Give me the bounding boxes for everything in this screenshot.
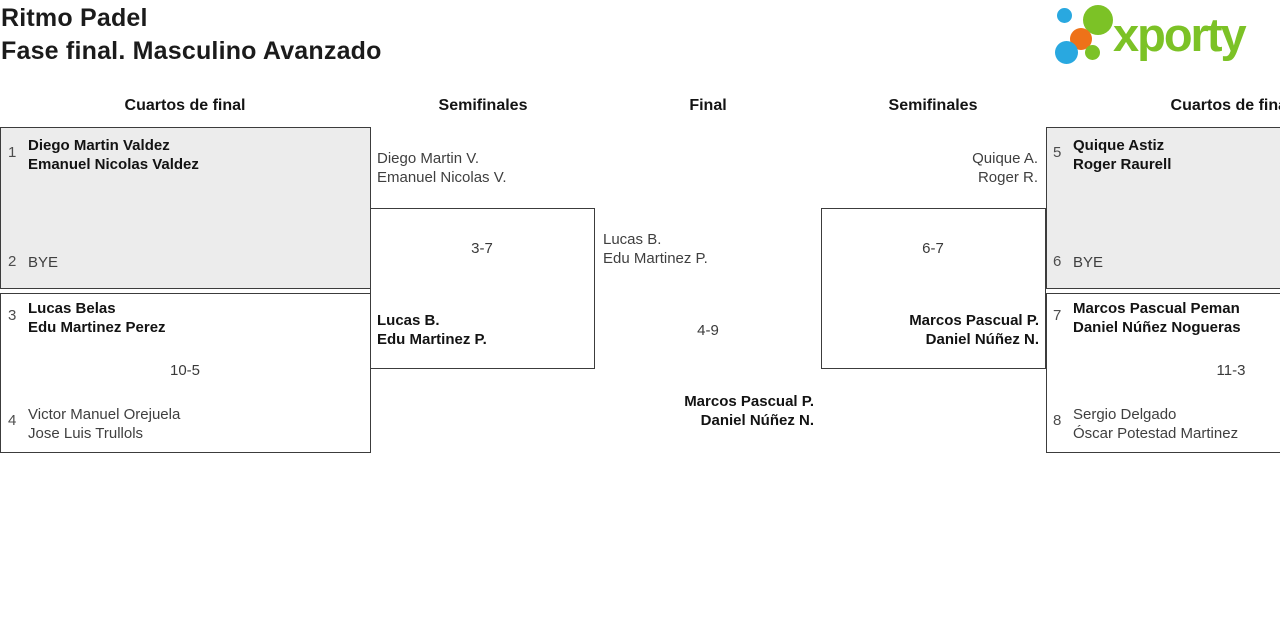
seed-4: 4 [8,412,17,429]
team-entry-qf-left-1-bottom: BYE [28,253,58,272]
match-box-qf-left-1 [0,127,371,289]
player-name: Sergio Delgado [1073,406,1177,423]
round-header-qf-right: Cuartos de final [1170,97,1280,114]
page-title: Ritmo Padel Fase final. Masculino Avanza… [1,2,382,68]
player-name: Marcos Pascual P. [909,312,1039,329]
score-sf-left: 3-7 [471,240,493,257]
xporty-dots-icon: xporty [1055,5,1249,64]
team-entry-qf-right-1-bottom: BYE [1073,253,1103,272]
bye-label: BYE [1073,254,1104,271]
team-entry-qf-right-2-top: Marcos Pascual Peman Daniel Núñez Noguer… [1073,299,1241,337]
tournament-name: Ritmo Padel [1,4,148,32]
match-box-sf-right [821,208,1046,369]
round-header-sf-left: Semifinales [438,97,528,114]
team-entry-sf-right-bottom: Marcos Pascual P. Daniel Núñez N. [820,311,1039,349]
player-name: Lucas B. [377,312,440,329]
player-name: Quique A. [972,150,1038,167]
seed-7: 7 [1053,307,1062,324]
match-box-sf-left [370,208,595,369]
bye-label: BYE [28,254,59,271]
round-header-sf-right: Semifinales [888,97,978,114]
player-name: Marcos Pascual Peman [1073,300,1240,317]
score-final: 4-9 [697,322,719,339]
player-name: Óscar Potestad Martinez [1073,425,1239,442]
player-name: Roger Raurell [1073,156,1172,173]
team-entry-qf-right-1-top: Quique Astiz Roger Raurell [1073,136,1171,174]
logo-dot-orange [1070,28,1092,50]
team-entry-final-top: Lucas B. Edu Martinez P. [603,230,708,268]
seed-1: 1 [8,144,17,161]
team-entry-sf-left-top: Diego Martin V. Emanuel Nicolas V. [377,149,507,187]
logo-dot-blue-small [1057,8,1072,23]
player-name: Lucas Belas [28,300,116,317]
player-name: Diego Martin Valdez [28,137,170,154]
match-box-qf-right-2 [1046,293,1280,453]
team-entry-qf-left-2-top: Lucas Belas Edu Martinez Perez [28,299,166,337]
seed-6: 6 [1053,253,1062,270]
score-sf-right: 6-7 [922,240,944,257]
team-entry-qf-left-1-top: Diego Martin Valdez Emanuel Nicolas Vald… [28,136,199,174]
player-name: Daniel Núñez N. [925,331,1039,348]
round-header-final: Final [689,97,727,114]
player-name: Edu Martinez P. [603,250,708,267]
player-name: Roger R. [977,169,1038,186]
logo-dot-green-small [1085,45,1100,60]
team-entry-qf-right-2-bottom: Sergio Delgado Óscar Potestad Martinez [1073,405,1238,443]
player-name: Jose Luis Trullols [28,425,144,442]
seed-3: 3 [8,307,17,324]
player-name: Victor Manuel Orejuela [28,406,181,423]
team-entry-sf-right-top: Quique A. Roger R. [820,149,1038,187]
team-entry-qf-left-2-bottom: Victor Manuel Orejuela Jose Luis Trullol… [28,405,180,443]
match-box-qf-right-1 [1046,127,1280,289]
match-box-qf-left-2 [0,293,371,453]
seed-8: 8 [1053,412,1062,429]
logo-wordmark: xporty [1113,8,1247,61]
score-qf-right-2: 11-3 [1216,362,1246,379]
team-entry-sf-left-bottom: Lucas B. Edu Martinez P. [377,311,487,349]
player-name: Quique Astiz [1073,137,1165,154]
player-name: Emanuel Nicolas Valdez [28,156,199,173]
player-name: Diego Martin V. [377,150,479,167]
logo-dot-green-large [1083,5,1113,35]
player-name: Emanuel Nicolas V. [377,169,507,186]
player-name: Daniel Núñez Nogueras [1073,319,1241,336]
player-name: Edu Martinez P. [377,331,487,348]
score-qf-left-2: 10-5 [169,362,201,379]
logo-dot-blue-large [1055,41,1078,64]
player-name: Edu Martinez Perez [28,319,166,336]
player-name: Lucas B. [603,231,662,248]
round-header-qf-left: Cuartos de final [124,97,246,114]
phase-name: Fase final. Masculino Avanzado [1,37,382,65]
seed-2: 2 [8,253,17,270]
seed-5: 5 [1053,144,1062,161]
team-entry-final-bottom: Marcos Pascual P. Daniel Núñez N. [595,392,814,430]
player-name: Daniel Núñez N. [700,412,814,429]
xporty-logo[interactable]: xporty [1045,3,1280,73]
player-name: Marcos Pascual P. [684,393,814,410]
